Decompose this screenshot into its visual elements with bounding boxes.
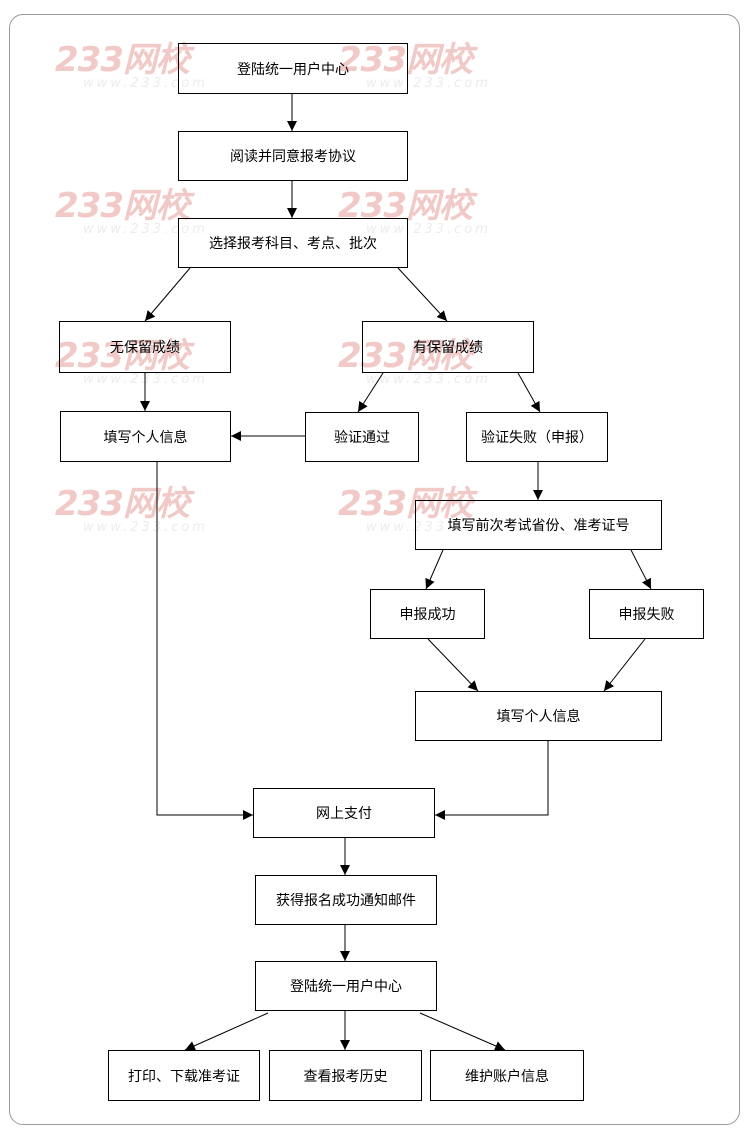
step-label: 申报失败 (618, 607, 675, 623)
watermark-logo: 233网校 (338, 186, 473, 226)
watermark-url: www.233.com (83, 222, 208, 237)
watermark-logo: 233网校 (55, 336, 190, 376)
step-fill-info-right: 填写个人信息 (415, 691, 662, 741)
step-pay-online: 网上支付 (253, 788, 435, 838)
arrow-login-to-account (419, 1012, 506, 1051)
watermark-url: www.233.com (366, 76, 491, 91)
step-apply-success: 申报成功 (370, 589, 485, 639)
step-verify-fail: 验证失败（申报） (466, 412, 608, 462)
step-fill-info-left: 填写个人信息 (60, 411, 231, 462)
arrow-fail-to-fill-right (603, 638, 646, 692)
step-read-agree: 阅读并同意报考协议 (178, 131, 408, 181)
diagram-frame (9, 14, 740, 1125)
step-label: 填写个人信息 (103, 429, 188, 446)
step-view-history: 查看报考历史 (269, 1050, 422, 1101)
step-label: 获得报名成功通知邮件 (276, 893, 416, 909)
watermark-url: www.233.com (83, 520, 208, 535)
arrow-success-to-fill-right (427, 638, 479, 692)
step-label: 打印、下载准考证 (128, 1068, 240, 1085)
step-label: 填写前次考试省份、准考证号 (447, 518, 630, 534)
watermark-url: www.233.com (366, 222, 491, 237)
watermark-logo: 233网校 (55, 484, 190, 524)
watermark: 233网校 www.233.com (338, 186, 513, 246)
watermark-logo: 233网校 (55, 40, 190, 80)
watermark-url: www.233.com (366, 520, 491, 535)
arrow-login-to-print (184, 1012, 269, 1051)
watermark-url: www.233.com (83, 76, 208, 91)
step-label: 网上支付 (316, 806, 372, 822)
step-label: 选择报考科目、考点、批次 (209, 236, 377, 252)
step-no-retained: 无保留成绩 (59, 321, 231, 373)
watermark: 233网校 www.233.com (55, 336, 230, 396)
step-label: 验证失败（申报） (481, 430, 593, 446)
arrow-choose-to-no-retained (144, 267, 191, 322)
watermark-logo: 233网校 (55, 186, 190, 226)
step-label: 申报成功 (399, 607, 456, 623)
arrow-has-retained-to-pass (357, 372, 384, 413)
watermark: 233网校 www.233.com (338, 40, 513, 100)
watermark-url: www.233.com (366, 372, 491, 387)
step-label: 维护账户信息 (465, 1068, 549, 1085)
watermark-logo: 233网校 (338, 484, 473, 524)
watermark-url: www.233.com (83, 372, 208, 387)
step-label: 无保留成绩 (110, 340, 180, 356)
step-label: 登陆统一用户中心 (290, 979, 402, 995)
step-label: 查看报考历史 (303, 1068, 388, 1085)
arrow-fill-left-to-pay (156, 461, 253, 820)
step-choose: 选择报考科目、考点、批次 (178, 218, 408, 268)
step-fill-previous: 填写前次考试省份、准考证号 (415, 500, 662, 550)
watermark-logo: 233网校 (338, 336, 473, 376)
arrow-has-retained-to-fail (517, 372, 541, 413)
step-label: 填写个人信息 (496, 709, 581, 725)
step-get-email: 获得报名成功通知邮件 (255, 875, 437, 925)
arrow-previous-to-fail (630, 549, 652, 590)
watermark: 233网校 www.233.com (338, 336, 513, 396)
step-has-retained: 有保留成绩 (362, 321, 534, 373)
arrow-choose-to-has-retained (397, 267, 448, 322)
watermark: 233网校 www.233.com (338, 484, 513, 544)
step-login-top: 登陆统一用户中心 (178, 43, 408, 94)
step-print-ticket: 打印、下载准考证 (108, 1050, 260, 1101)
watermark: 233网校 www.233.com (55, 186, 230, 246)
step-maintain-account: 维护账户信息 (430, 1050, 584, 1101)
step-label: 登陆统一用户中心 (237, 61, 349, 78)
watermark: 233网校 www.233.com (55, 40, 230, 100)
step-apply-fail: 申报失败 (589, 589, 704, 639)
arrow-fill-right-to-pay (435, 741, 549, 820)
step-login-bottom: 登陆统一用户中心 (255, 961, 437, 1011)
step-label: 阅读并同意报考协议 (230, 149, 356, 165)
watermark-logo: 233网校 (338, 40, 473, 80)
watermark: 233网校 www.233.com (55, 484, 230, 544)
step-label: 验证通过 (334, 430, 390, 446)
step-label: 有保留成绩 (413, 340, 483, 356)
step-verify-pass: 验证通过 (305, 412, 419, 462)
arrow-previous-to-success (425, 549, 444, 590)
